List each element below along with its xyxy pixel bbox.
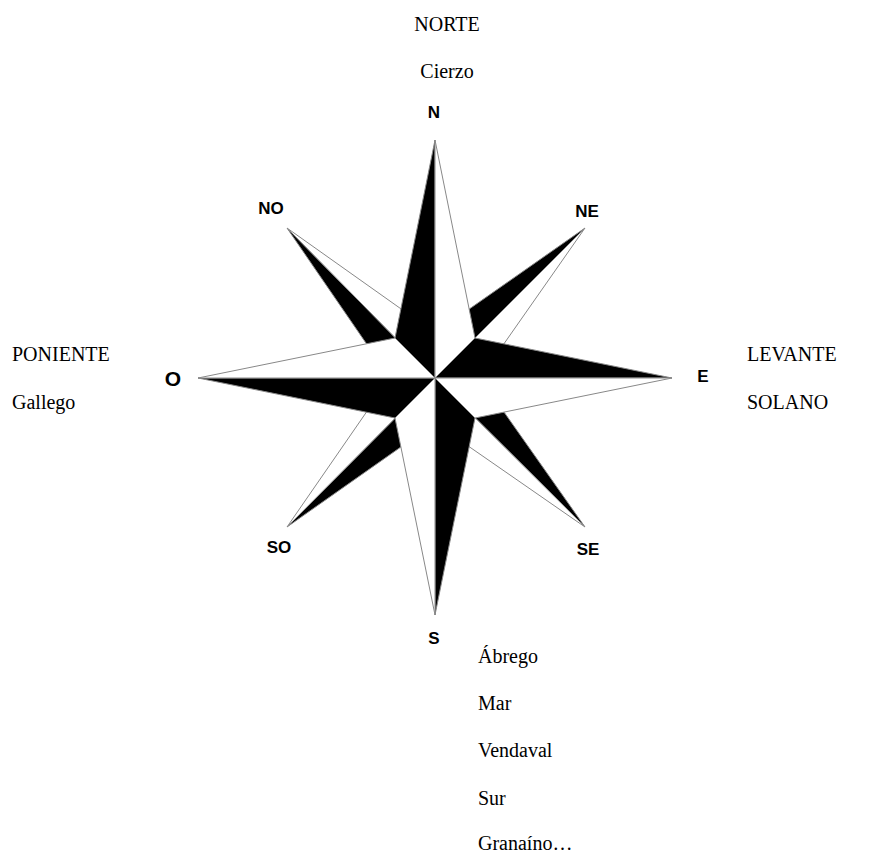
wind-name: PONIENTE: [12, 344, 110, 364]
direction-letter: NE: [575, 203, 599, 220]
wind-name: Gallego: [12, 392, 75, 412]
direction-letter: O: [165, 368, 181, 389]
wind-name: Ábrego: [478, 646, 538, 666]
direction-letter: NO: [258, 200, 284, 217]
wind-name: NORTE: [414, 14, 479, 34]
direction-letter: S: [428, 630, 439, 647]
wind-name: Vendaval: [478, 740, 552, 760]
wind-name: Cierzo: [420, 61, 473, 81]
wind-name: LEVANTE: [747, 344, 837, 364]
wind-name: Mar: [478, 693, 511, 713]
direction-letter: SE: [577, 541, 600, 558]
wind-name: SOLANO: [747, 392, 828, 412]
direction-letter: SO: [267, 539, 292, 556]
wind-name: Granaíno…: [478, 833, 572, 853]
direction-letter: E: [697, 368, 708, 385]
wind-name: Sur: [478, 788, 506, 808]
direction-letter: N: [428, 104, 440, 121]
